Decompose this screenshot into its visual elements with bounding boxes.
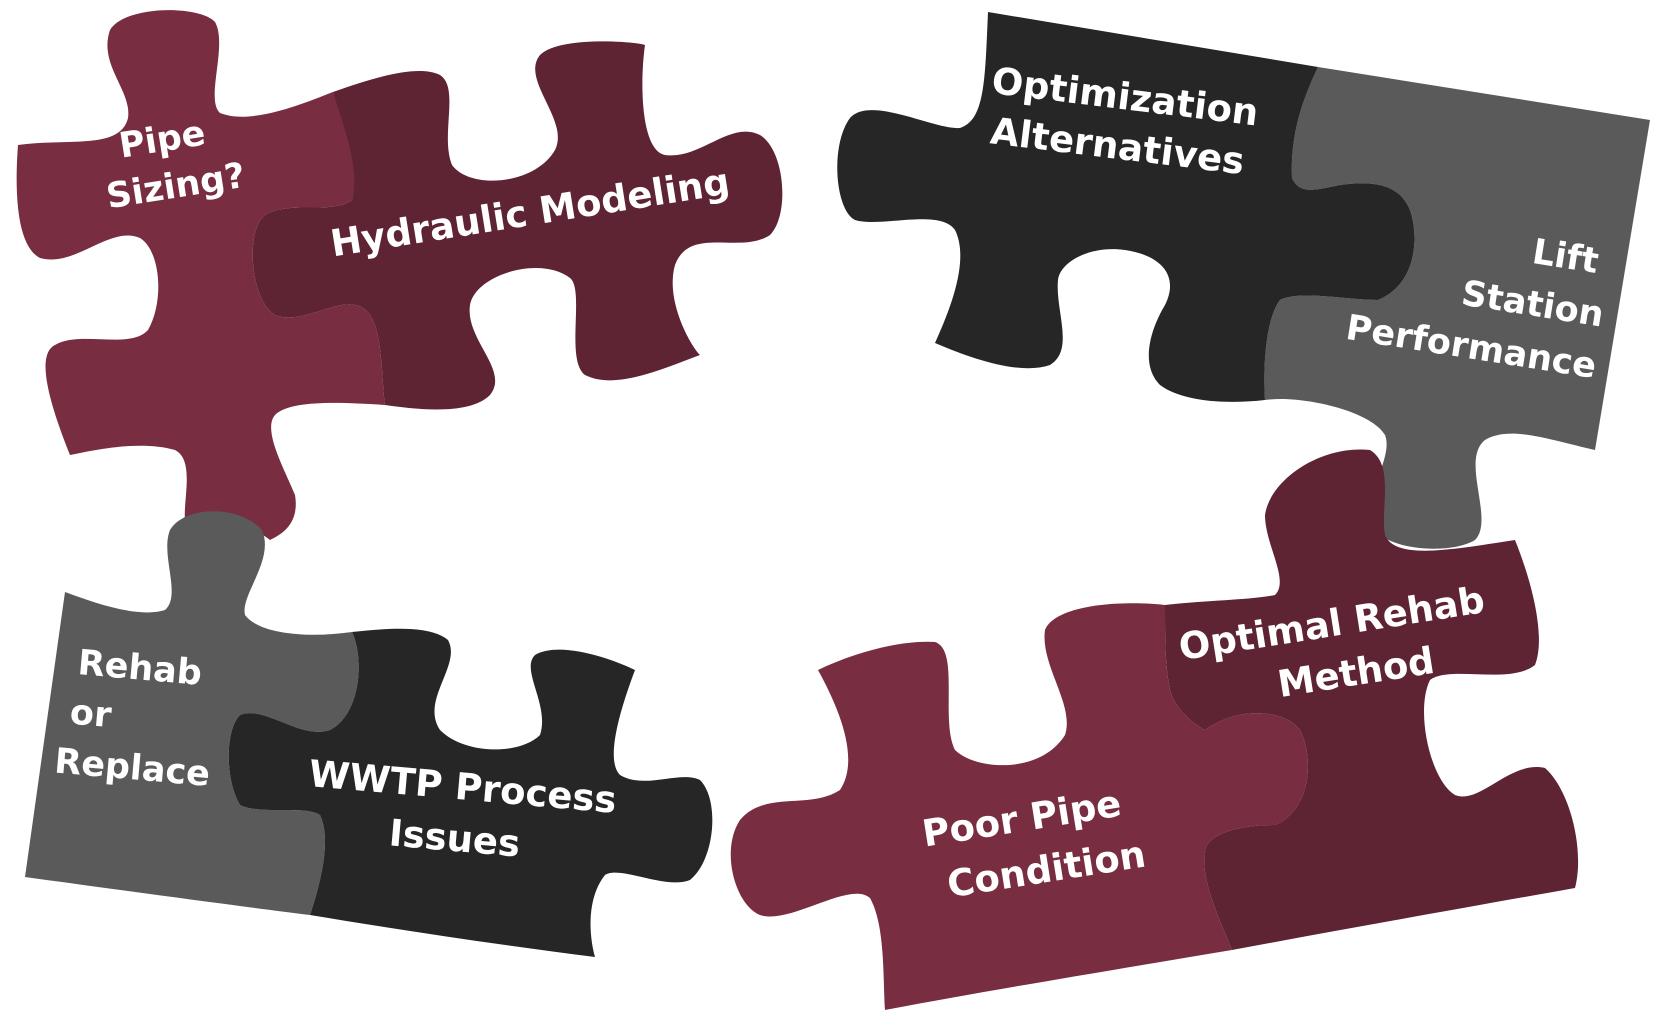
piece-label-line: or — [68, 693, 113, 737]
puzzle-piece-optimization: Optimization Alternatives — [837, 12, 1415, 402]
piece-shape — [730, 603, 1308, 1010]
puzzle-piece-wwtp: WWTP Process Issues — [228, 628, 713, 957]
piece-shape — [1264, 67, 1650, 549]
piece-shape — [228, 628, 713, 957]
piece-shape — [252, 41, 783, 410]
puzzle-piece-lift-station: Lift Station Performance — [1264, 67, 1650, 549]
puzzle-piece-poor-pipe: Poor Pipe Condition — [730, 603, 1308, 1010]
puzzle-piece-optimal-rehab: Optimal Rehab Method — [1165, 449, 1579, 950]
puzzle-piece-hydraulic-modeling: Hydraulic Modeling — [252, 41, 783, 410]
puzzle-piece-rehab-replace: Rehab or Replace — [25, 511, 359, 915]
piece-shape — [837, 12, 1415, 402]
piece-shape — [16, 10, 386, 541]
piece-shape — [25, 511, 359, 915]
puzzle-piece-pipe-sizing: Pipe Sizing? — [16, 10, 386, 541]
piece-shape — [1165, 449, 1579, 950]
